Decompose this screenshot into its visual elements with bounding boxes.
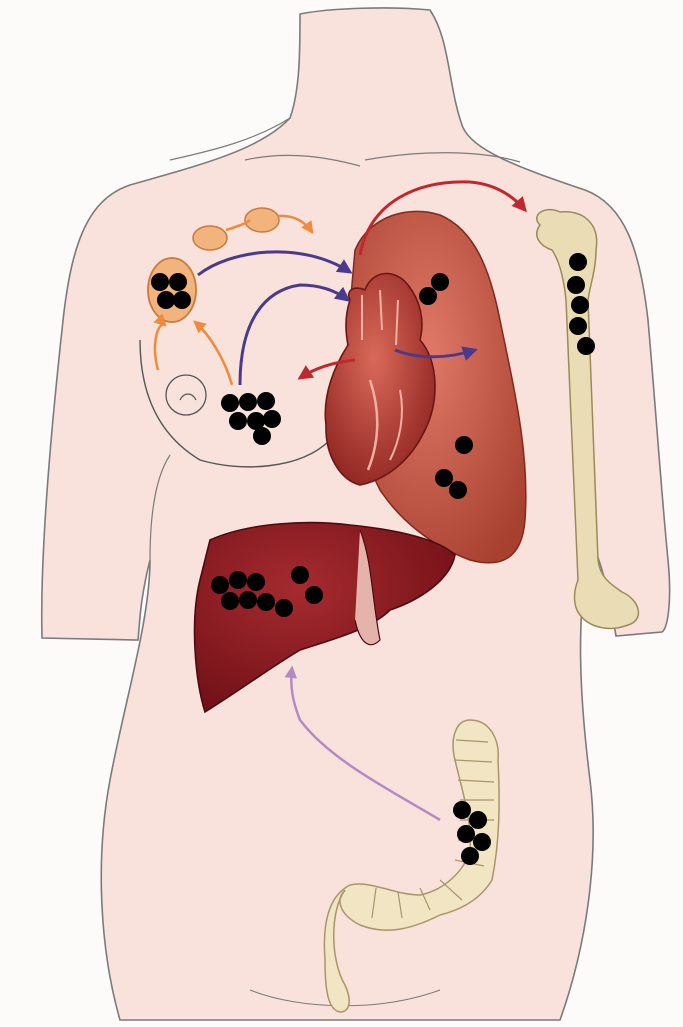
lymph-node-tumor-icon [148, 258, 196, 322]
lymph-node-icon [193, 226, 227, 250]
lymph-node-icon [245, 208, 279, 232]
